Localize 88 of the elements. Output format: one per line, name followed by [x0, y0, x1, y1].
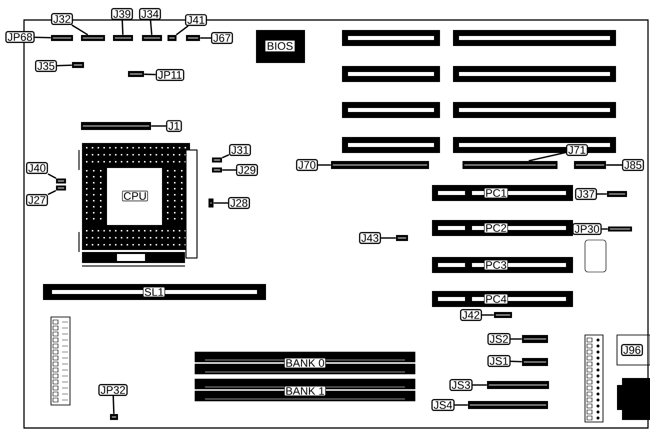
- pin-header: [110, 414, 118, 420]
- leader-line: [222, 154, 230, 158]
- callout-label: J96: [621, 344, 643, 356]
- pin-header: [396, 235, 408, 241]
- callout-label: J28: [228, 197, 250, 209]
- pin-header: [56, 186, 66, 190]
- callout-label: J43: [359, 232, 381, 244]
- callout-label: J85: [622, 159, 644, 171]
- leader-line: [528, 152, 566, 162]
- leader-line: [380, 237, 396, 239]
- leader-line: [144, 74, 156, 76]
- pin-header: [212, 168, 222, 172]
- leader-line: [510, 338, 522, 340]
- pin-header: [56, 178, 66, 184]
- part-label: BANK 1: [284, 386, 326, 396]
- callout-label: J34: [139, 8, 161, 20]
- leader-line: [510, 360, 522, 362]
- leader-line: [214, 202, 228, 204]
- part-label: BANK 0: [284, 358, 326, 368]
- leader-line: [151, 125, 166, 127]
- callout-label: J39: [111, 8, 133, 20]
- callout-label: J29: [236, 164, 258, 176]
- pin-header: [331, 161, 429, 169]
- leader-line: [112, 396, 115, 414]
- callout-label: J67: [211, 32, 233, 44]
- callout-label: J1: [166, 120, 182, 132]
- pin-header: [522, 358, 548, 366]
- pin-header: [494, 312, 512, 318]
- part-label: CPU: [122, 190, 148, 202]
- leader-line: [176, 25, 188, 36]
- callout-label: JS2: [487, 333, 511, 345]
- leader-line: [34, 36, 51, 38]
- callout-label: J37: [575, 188, 597, 200]
- leader-line: [472, 384, 487, 386]
- callout-label: J70: [296, 159, 318, 171]
- pin-header: [51, 35, 73, 41]
- leader-line: [122, 20, 124, 35]
- leader-line: [48, 190, 56, 196]
- pin-header: [113, 35, 133, 41]
- part-label: PC1: [484, 188, 508, 198]
- pin-header: [168, 35, 176, 41]
- leader-line: [602, 228, 608, 230]
- callout-label: JS3: [449, 379, 473, 391]
- pin-header: [487, 381, 549, 389]
- leader-line: [71, 24, 88, 36]
- pin-header: [128, 71, 144, 77]
- pin-header: [186, 35, 200, 41]
- pin-header: [72, 62, 84, 68]
- leader-line: [222, 169, 236, 171]
- callout-label: JS4: [431, 399, 455, 411]
- callout-label: J31: [229, 144, 251, 156]
- pin-header: [607, 191, 627, 197]
- pin-header: [208, 198, 214, 208]
- pin-header: [212, 158, 222, 162]
- leader-line: [56, 64, 72, 66]
- leader-line: [482, 314, 494, 316]
- callout-label: JP68: [5, 31, 35, 43]
- pin-header: [462, 161, 558, 169]
- leader-line: [596, 193, 607, 195]
- part-label: PC3: [484, 260, 508, 270]
- pin-header: [574, 161, 606, 169]
- callout-label: J42: [460, 309, 482, 321]
- callout-label: JS1: [487, 355, 511, 367]
- callout-label: JP30: [572, 223, 602, 235]
- part-label: SL1: [142, 286, 166, 298]
- callout-label: JP11: [156, 69, 184, 81]
- pin-header: [608, 226, 632, 232]
- pin-header: [81, 35, 105, 41]
- callout-label: J71: [566, 144, 588, 156]
- callout-label: J27: [26, 194, 48, 206]
- pin-header: [468, 401, 548, 409]
- leader-line: [48, 173, 56, 179]
- callout-label: JP32: [98, 384, 128, 396]
- callout-label: J40: [26, 162, 48, 174]
- pin-header: [522, 335, 548, 343]
- leader-line: [318, 164, 331, 166]
- callout-label: J41: [185, 14, 207, 26]
- part-label: PC2: [484, 222, 508, 234]
- chip-label: BIOS: [265, 40, 295, 52]
- leader-line: [200, 37, 212, 39]
- leader-line: [606, 164, 622, 166]
- callout-label: J35: [35, 60, 57, 72]
- pin-header: [81, 122, 151, 130]
- leader-line: [150, 20, 152, 35]
- callout-label: J32: [51, 13, 73, 25]
- part-label: PC4: [484, 294, 508, 304]
- pin-header: [142, 35, 162, 41]
- leader-line: [454, 404, 468, 406]
